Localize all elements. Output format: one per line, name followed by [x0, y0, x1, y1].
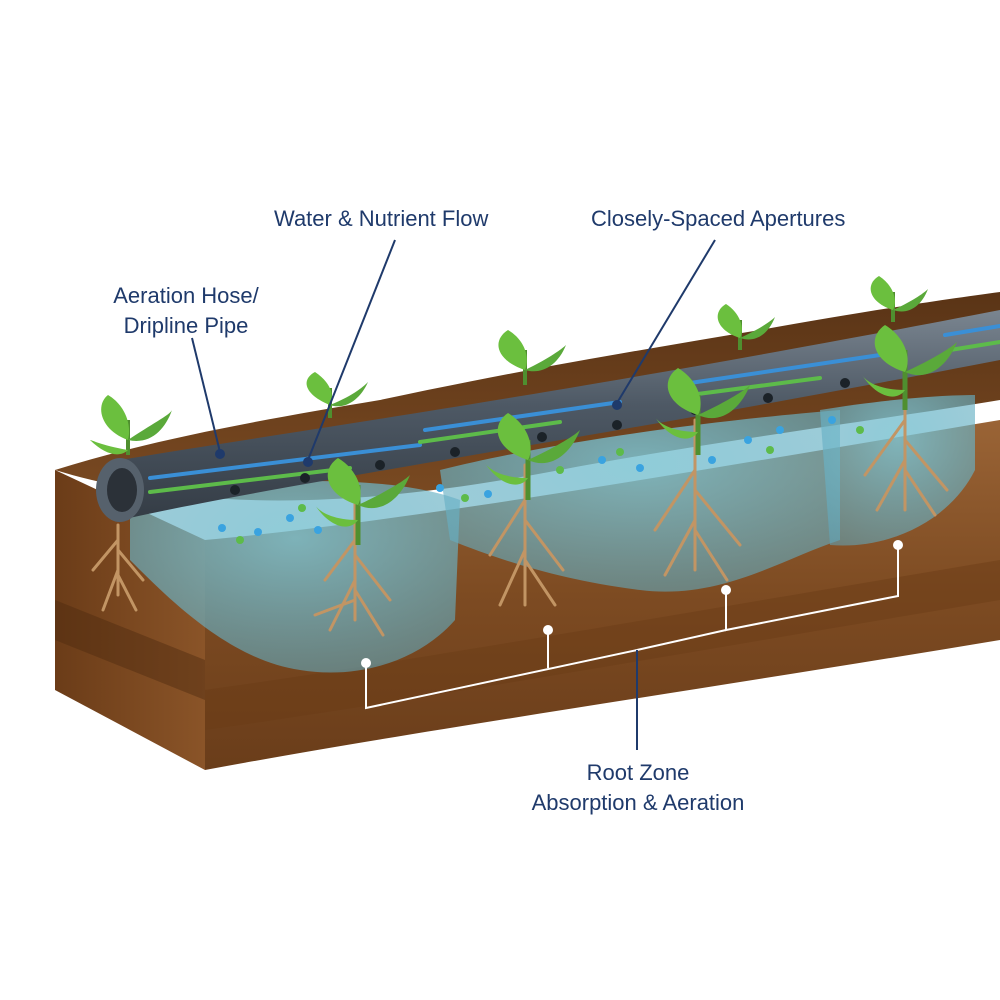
leader-dots — [215, 400, 622, 467]
pipe-bore — [107, 468, 137, 512]
plant — [498, 330, 566, 385]
root-zone-bracket — [365, 545, 899, 750]
label-root-zone-line1: Root Zone — [586, 760, 690, 785]
label-aeration-hose-line1: Aeration Hose/ — [113, 283, 259, 308]
plant — [315, 458, 410, 545]
plant — [485, 413, 580, 500]
label-root-zone: Root Zone Absorption & Aeration — [498, 758, 778, 818]
water-droplets — [218, 416, 864, 544]
soil-layer-band — [205, 560, 1000, 730]
plant — [717, 304, 775, 350]
plant — [870, 276, 928, 322]
plant-roots — [91, 378, 949, 637]
soil-layer-band — [55, 600, 205, 700]
label-root-zone-line2: Absorption & Aeration — [531, 790, 745, 815]
plant — [862, 325, 957, 410]
label-closely-spaced-apertures: Closely-Spaced Apertures — [591, 206, 846, 231]
label-water-nutrient-flow: Water & Nutrient Flow — [274, 206, 489, 231]
flow-arrows — [148, 324, 1000, 494]
plant — [90, 395, 172, 455]
leader-lines — [191, 239, 716, 461]
label-aeration-hose: Aeration Hose/ Dripline Pipe — [96, 281, 276, 341]
root-zone-markers — [361, 540, 903, 668]
pipe-apertures — [230, 378, 850, 495]
label-aeration-hose-line2: Dripline Pipe — [123, 313, 249, 338]
plant — [655, 368, 750, 455]
